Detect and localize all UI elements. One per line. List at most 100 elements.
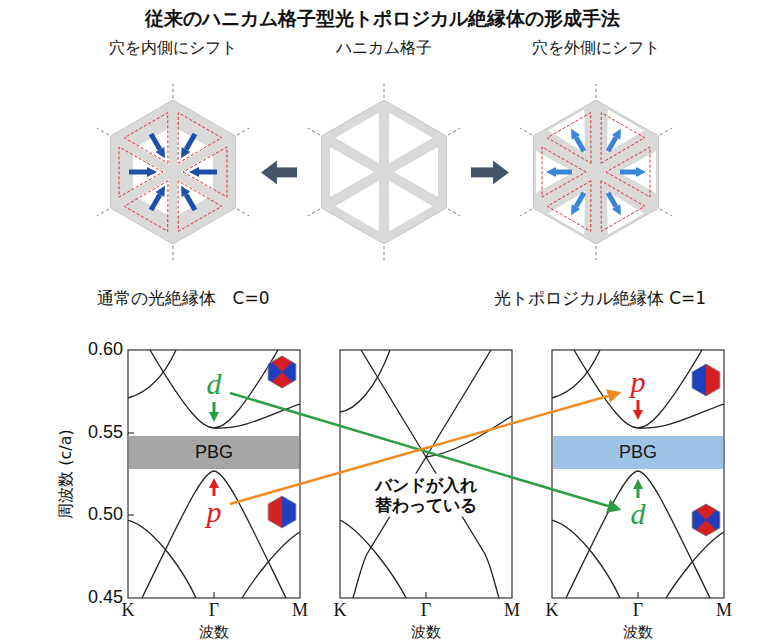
drawing-part <box>690 504 722 536</box>
lattice-line <box>448 209 460 216</box>
hexagon-cell <box>534 100 659 244</box>
drawing-part <box>128 520 196 598</box>
shift-arrow <box>608 193 616 207</box>
lattice-line <box>237 128 249 135</box>
lattice-line <box>308 209 320 216</box>
triangular-hole <box>389 181 433 232</box>
shift-arrow <box>151 134 160 150</box>
shift-arrow <box>576 137 584 151</box>
drawing-part <box>128 350 176 398</box>
hexagon-cell <box>322 100 447 244</box>
cell-heading: 穴を外側にシフト <box>532 38 660 59</box>
original-hole-outline <box>547 113 591 164</box>
lattice-line <box>660 209 672 216</box>
axes-frame <box>340 350 512 598</box>
lattice-line <box>97 209 109 216</box>
drawing-part <box>692 364 720 396</box>
drawing-part <box>690 504 722 536</box>
drawing-part <box>353 350 491 598</box>
axis-title: 周波数 (c/a) <box>56 429 75 519</box>
drawing-part <box>142 471 286 598</box>
mode-label: p <box>631 364 646 400</box>
triangular-hole <box>389 113 433 164</box>
tick-label: 0.45 <box>88 587 123 609</box>
lattice-line <box>384 246 385 260</box>
lattice-line <box>173 84 174 98</box>
triangular-hole <box>548 191 585 234</box>
original-hole-outline <box>183 147 227 197</box>
k-point-label: Γ <box>633 600 643 622</box>
p-mode-icon <box>266 496 298 528</box>
k-point-label: K <box>546 600 559 622</box>
original-hole-outline <box>178 113 222 164</box>
shift-arrow <box>129 170 147 175</box>
drawing-part <box>266 496 298 528</box>
lattice-line <box>384 84 385 98</box>
band-panel <box>552 350 724 598</box>
axis-title: 波数 <box>411 623 441 641</box>
mode-label: p <box>207 494 222 530</box>
drawing-part <box>690 504 722 520</box>
drawing-part <box>690 364 722 396</box>
triangular-hole <box>607 110 644 153</box>
shift-arrow <box>620 170 636 175</box>
drawing-part <box>128 514 134 515</box>
k-point-label: Γ <box>421 600 431 622</box>
band-gap-label: PBG <box>619 442 657 463</box>
shift-arrow-connector <box>471 167 493 177</box>
unit-cell-box: 穴を内側にシフト <box>88 36 258 256</box>
shift-arrow <box>213 488 216 496</box>
drawing-part <box>637 592 638 598</box>
drawing-part <box>690 520 722 536</box>
band-panel <box>128 350 300 598</box>
drawing-part <box>266 372 298 388</box>
lattice-line <box>660 128 672 135</box>
original-hole-outline <box>601 113 645 164</box>
original-hole-outline <box>178 181 222 232</box>
p-mode-icon <box>690 364 722 396</box>
triangular-hole <box>548 110 585 153</box>
drawing-part <box>268 496 296 528</box>
axes-frame <box>128 350 300 598</box>
state-caption: 通常の光絶縁体 C=0 <box>97 288 270 308</box>
unit-cell <box>308 84 460 260</box>
tick-label: 0.55 <box>88 422 123 444</box>
shift-arrow-connector <box>277 167 297 177</box>
shift-arrow <box>151 195 160 211</box>
drawing-part <box>692 504 720 536</box>
drawing-part <box>242 532 300 598</box>
original-hole-outline <box>124 181 168 232</box>
band-gap-label: PBG <box>195 442 233 463</box>
axis-title: 波数 <box>199 623 229 641</box>
drawing-part <box>213 592 214 598</box>
triangular-hole <box>137 128 169 165</box>
lattice-line <box>97 128 109 135</box>
lattice-line <box>173 246 174 260</box>
drawing-part <box>268 356 296 388</box>
band-curves <box>340 350 512 598</box>
k-point-label: K <box>122 600 135 622</box>
drawing-part <box>266 356 298 372</box>
mode-label: d <box>631 496 646 532</box>
shift-arrow <box>556 170 572 175</box>
k-point-label: K <box>334 600 347 622</box>
lattice-line <box>448 128 460 135</box>
drawing-part <box>214 404 300 428</box>
drawing-part <box>425 592 426 598</box>
drawing-part <box>150 350 278 428</box>
lattice-line <box>520 209 532 216</box>
hexagon-cell <box>111 100 236 244</box>
shift-arrow <box>186 195 195 211</box>
band-curves <box>128 350 300 598</box>
axis-title: 波数 <box>623 623 653 641</box>
shift-arrow <box>608 137 616 151</box>
drawing-part <box>266 356 298 388</box>
figure-title: 従来のハニカム格子型光トポロジカル絶縁体の形成手法 <box>0 6 765 32</box>
unit-cell <box>520 84 672 260</box>
original-hole-outline <box>601 181 645 232</box>
band-gap: PBG <box>553 436 723 469</box>
k-point-label: Γ <box>209 600 219 622</box>
